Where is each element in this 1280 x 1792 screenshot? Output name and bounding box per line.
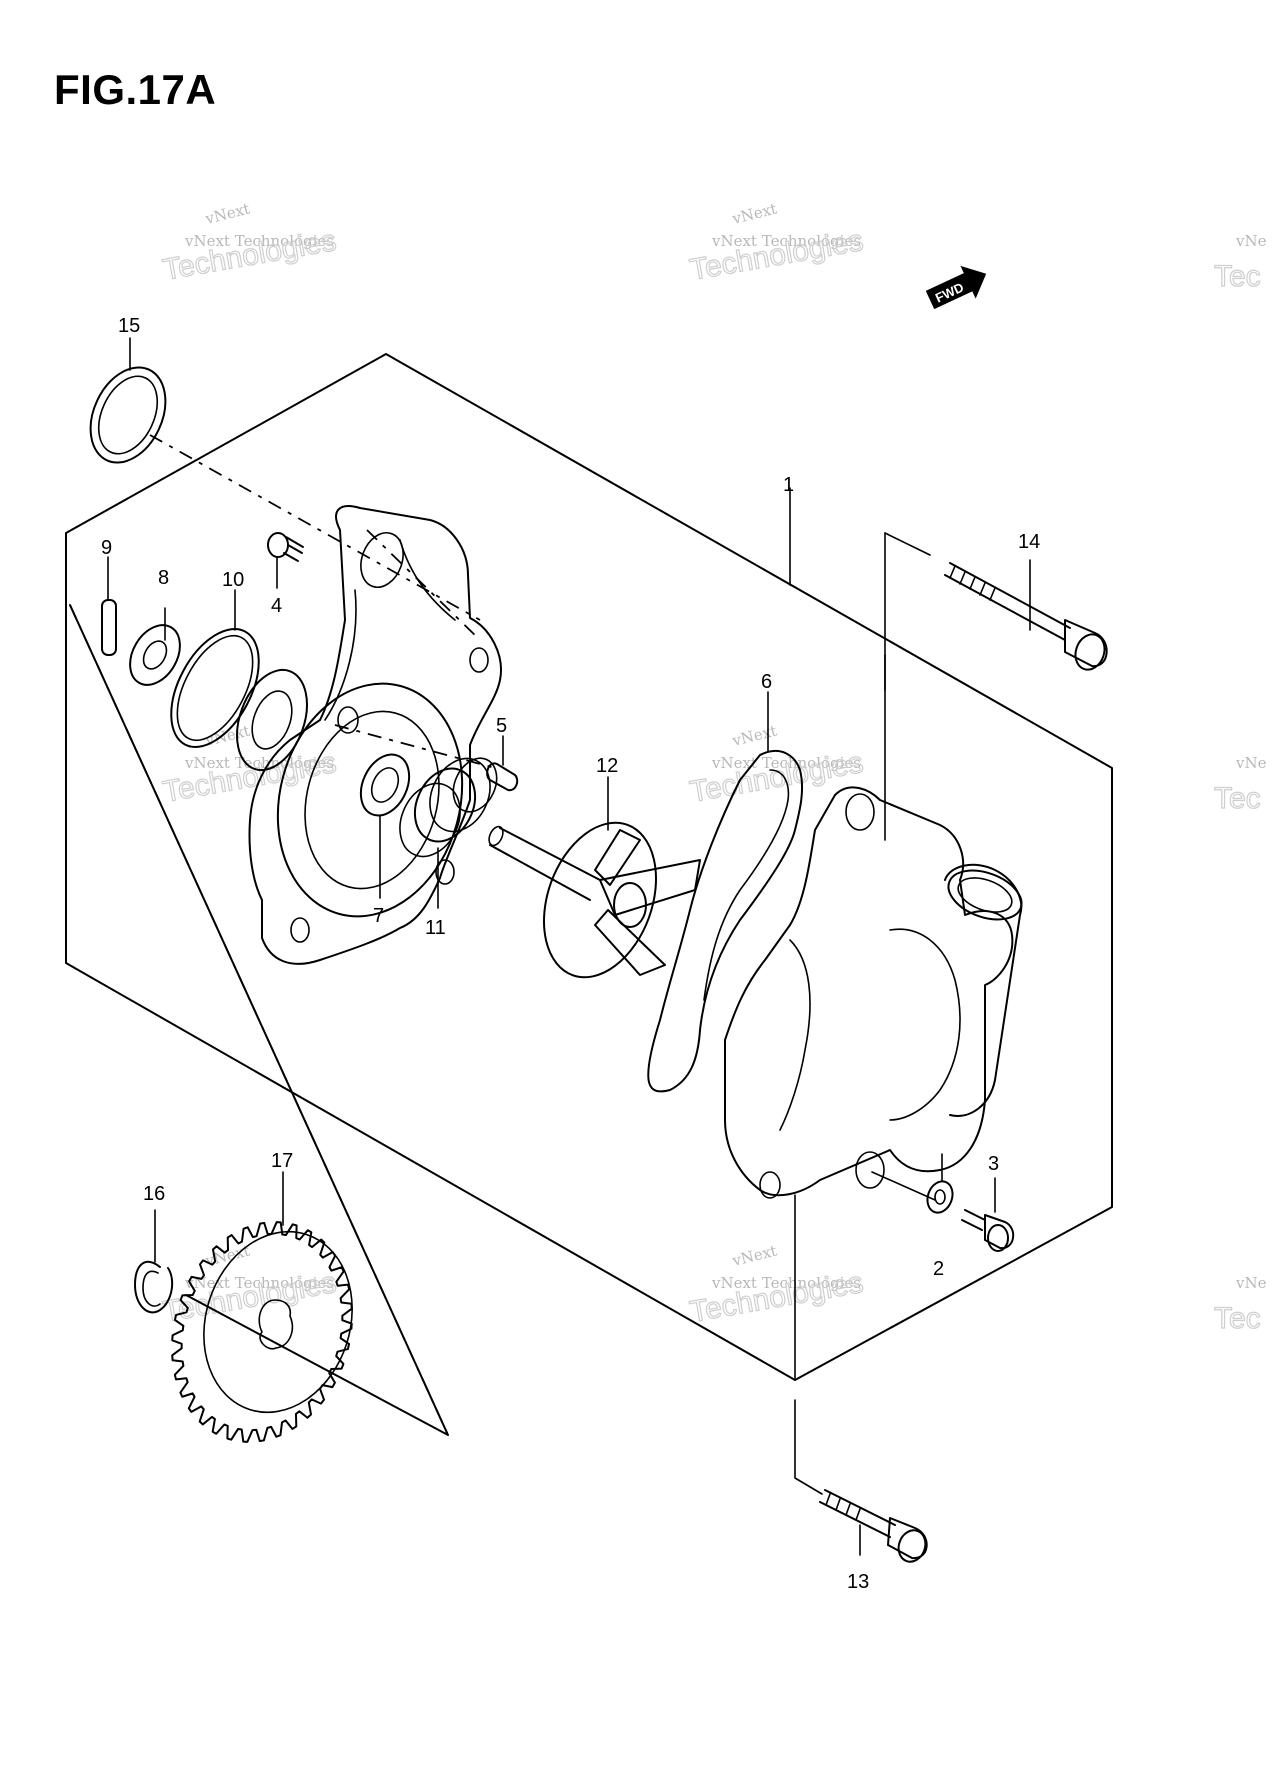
svg-text:vNe: vNe xyxy=(1235,754,1267,772)
callout-13: 13 xyxy=(847,1571,869,1593)
callout-16: 16 xyxy=(143,1183,165,1205)
callout-4: 4 xyxy=(271,595,282,617)
callout-10: 10 xyxy=(222,569,244,591)
svg-text:vNext: vNext xyxy=(730,1242,779,1271)
gear-web xyxy=(203,1230,353,1414)
part-9-dowel-pin xyxy=(101,599,117,656)
svg-text:Tec: Tec xyxy=(1214,1302,1261,1335)
forward-badge: FWD xyxy=(925,265,987,310)
bolt-3-axis xyxy=(871,1171,936,1201)
gear-leader-triangle xyxy=(69,604,449,1436)
part-8-washer xyxy=(129,624,181,686)
callout-6: 6 xyxy=(761,671,772,693)
pump-housing-cover xyxy=(724,786,1023,1199)
callout-15: 15 xyxy=(118,315,140,337)
bolt-13-axis xyxy=(794,1399,823,1495)
part-3-bolt xyxy=(961,1209,1015,1252)
part-17-drive-gear xyxy=(171,1221,353,1443)
forward-arrow-icon xyxy=(925,265,987,310)
callout-8: 8 xyxy=(158,567,169,589)
assembly-outline xyxy=(65,353,1113,1381)
gear-hub-keyway xyxy=(258,1299,294,1350)
callout-3: 3 xyxy=(988,1153,999,1175)
svg-text:vNext Technologies: vNext Technologies xyxy=(184,1274,334,1292)
pump-shaft xyxy=(488,825,601,901)
svg-text:vNext Technologies: vNext Technologies xyxy=(711,754,861,772)
callout-leaders xyxy=(107,337,1031,1556)
part-13-bolt xyxy=(819,1489,928,1563)
callout-9: 9 xyxy=(101,537,112,559)
svg-text:vNext Technologies: vNext Technologies xyxy=(184,232,334,250)
callout-14: 14 xyxy=(1018,531,1040,553)
part-11-mechanical-seal xyxy=(399,757,498,858)
svg-text:vNext Technologies: vNext Technologies xyxy=(711,232,861,250)
part-5-dowel-pin xyxy=(486,762,519,792)
part-14-long-bolt xyxy=(944,562,1108,671)
pump-body-cover xyxy=(236,505,502,965)
svg-text:vNe: vNe xyxy=(1235,232,1267,250)
part-16-circlip xyxy=(134,1260,174,1314)
part-10-o-ring xyxy=(170,628,260,748)
callout-17: 17 xyxy=(271,1150,293,1172)
o-ring-axis xyxy=(149,434,481,621)
svg-text:vNe: vNe xyxy=(1235,1274,1267,1292)
part-15-o-ring xyxy=(89,366,167,464)
bolt-14-axis-top xyxy=(884,532,931,556)
cover-axis xyxy=(366,529,481,641)
svg-text:vNext: vNext xyxy=(730,722,779,751)
part-4-bolt xyxy=(267,532,304,562)
svg-text:vNext: vNext xyxy=(730,200,779,229)
callout-7: 7 xyxy=(373,905,384,927)
part-6-gasket xyxy=(647,750,804,1093)
callout-11: 11 xyxy=(425,917,446,939)
part-2-washer xyxy=(926,1180,954,1214)
svg-text:vNext Technologies: vNext Technologies xyxy=(184,754,334,772)
callout-labels: 1 2 3 4 5 6 7 8 9 10 11 12 13 14 15 16 1… xyxy=(101,315,1040,1593)
pin-axis xyxy=(334,724,496,769)
callout-12: 12 xyxy=(596,755,618,777)
part-7-oil-seal xyxy=(359,753,411,817)
callout-1: 1 xyxy=(783,474,794,496)
figure-title: FIG.17A xyxy=(54,66,217,113)
svg-text:Tec: Tec xyxy=(1214,782,1261,815)
svg-text:vNext Technologies: vNext Technologies xyxy=(711,1274,861,1292)
gear-axis-line xyxy=(69,604,449,1436)
callout-5: 5 xyxy=(496,715,507,737)
part-12-impeller xyxy=(542,821,701,979)
svg-text:vNext: vNext xyxy=(203,200,252,229)
watermark: vNext vNext Technologies Technologies vN… xyxy=(160,200,1267,1336)
callout-2: 2 xyxy=(933,1258,944,1280)
svg-text:Tec: Tec xyxy=(1214,260,1261,293)
